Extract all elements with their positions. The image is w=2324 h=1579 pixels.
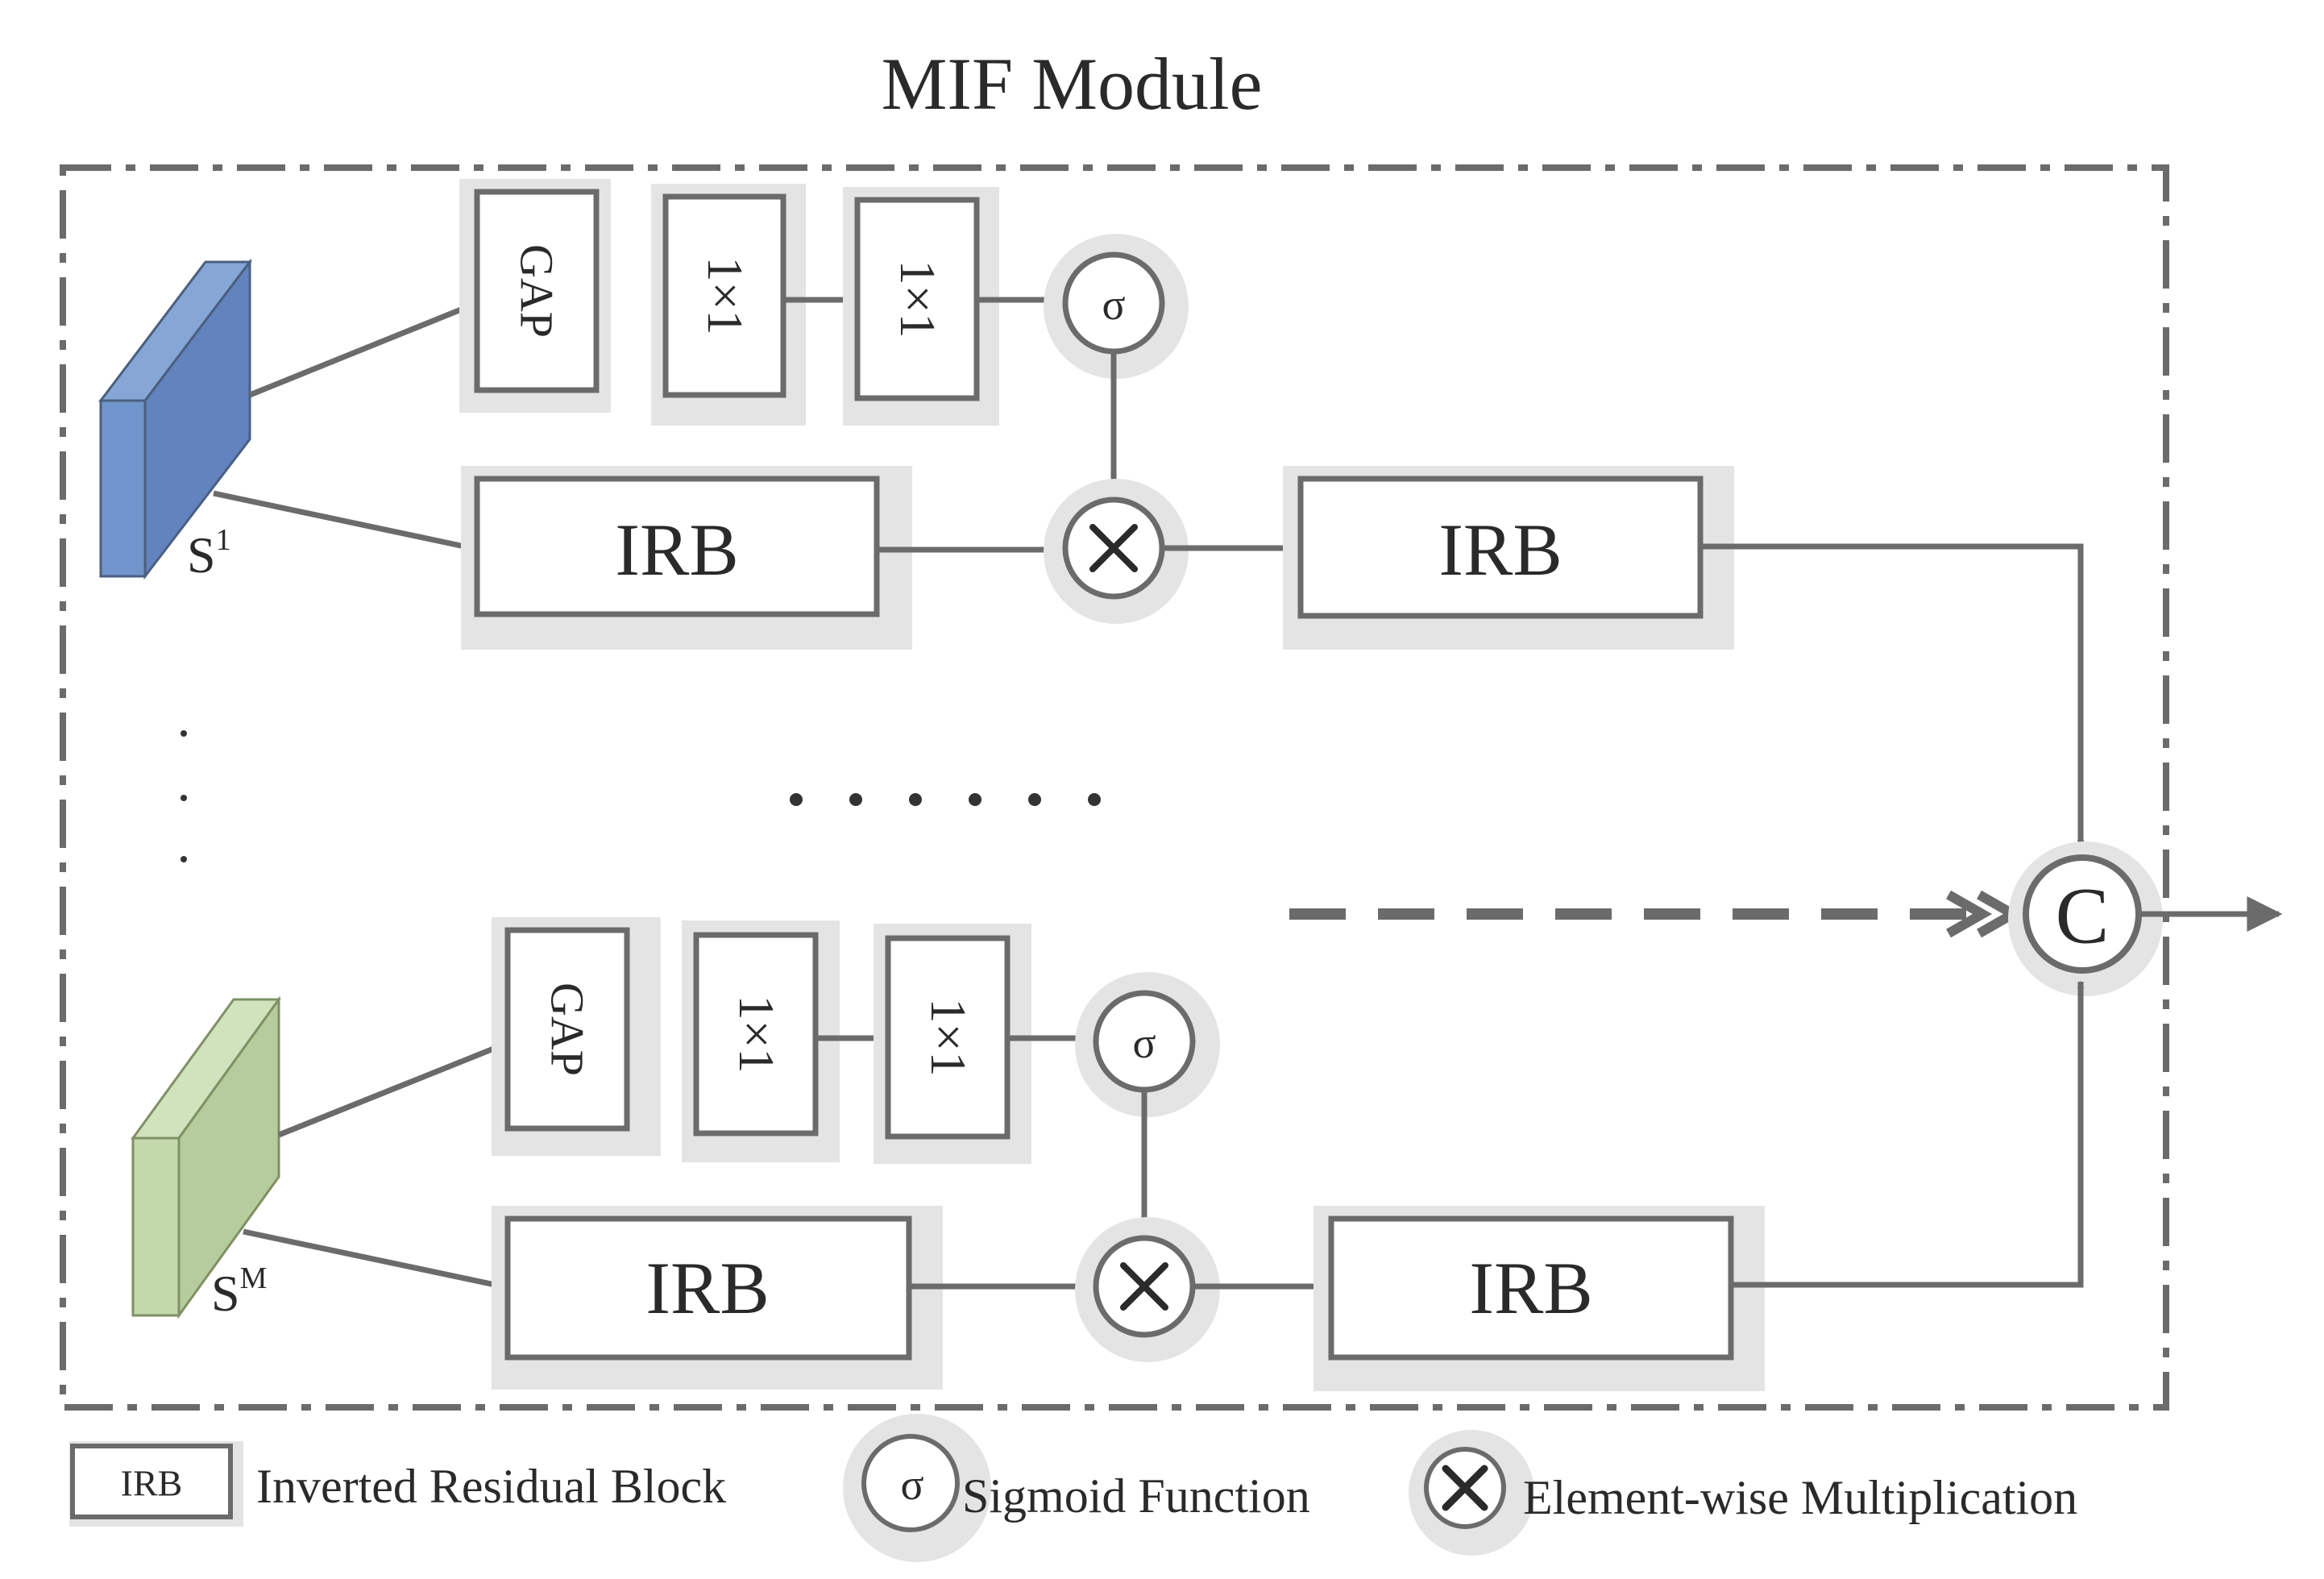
sigmoid-symbol: σ — [1132, 1019, 1156, 1067]
concat-symbol: C — [2056, 871, 2110, 961]
multiply-icon — [1089, 524, 1138, 572]
conv1-label: 1×1 — [728, 995, 783, 1074]
diagram-title: MIF Module — [882, 43, 1263, 125]
gap-label: GAP — [511, 244, 563, 338]
conv1-label: 1×1 — [697, 257, 752, 335]
irb-block-2[interactable] — [1328, 1215, 1734, 1361]
arrow-sm-to-irb — [243, 1228, 504, 1290]
tensor-side-face — [177, 995, 280, 1319]
conv2-block[interactable] — [854, 197, 980, 401]
arrow-s1-to-gap — [248, 303, 471, 398]
gap-block[interactable] — [504, 927, 630, 1132]
vertical-ellipsis — [181, 730, 187, 862]
tensor-front-face — [131, 1136, 181, 1317]
conv1-block[interactable] — [662, 193, 786, 398]
arrow-irb2-to-concat — [1700, 543, 2085, 847]
irb-label-1: IRB — [615, 509, 738, 591]
branch-bottom: SM GAP 1×1 1×1 σ IRB — [131, 917, 2085, 1391]
tensor-side-face — [143, 258, 251, 580]
legend-multiply-text: Element-wise Multiplication — [1523, 1471, 2077, 1524]
legend-sigmoid-text: Sigmoid Function — [962, 1469, 1310, 1523]
legend-irb-text: Inverted Residual Block — [256, 1460, 726, 1513]
legend-multiply-icon — [1442, 1465, 1488, 1511]
irb-block-1[interactable] — [474, 476, 880, 617]
conv2-block[interactable] — [885, 935, 1011, 1140]
conv2-label: 1×1 — [920, 999, 975, 1077]
input-tensor-s1 — [98, 258, 253, 580]
gap-label: GAP — [542, 983, 594, 1076]
input-label-s1: S1 — [187, 523, 231, 584]
gap-block[interactable] — [474, 189, 600, 393]
legend: IRB Inverted Residual Block σ Sigmoid Fu… — [69, 1414, 2077, 1562]
arrow-s1-to-irb — [213, 490, 473, 551]
irb-label-2: IRB — [1438, 509, 1562, 591]
tensor-front-face — [99, 399, 147, 578]
multiply-icon — [1120, 1262, 1168, 1311]
input-label-sm: SM — [211, 1261, 267, 1322]
module-border — [60, 164, 2169, 1411]
legend-irb-swatch — [70, 1444, 233, 1519]
input-tensor-sm — [131, 995, 281, 1319]
arrow-irb2-to-concat — [1731, 981, 2085, 1288]
irb-block-2[interactable] — [1297, 476, 1704, 619]
legend-irb-symbol: IRB — [121, 1463, 183, 1504]
irb-label-1: IRB — [645, 1247, 769, 1329]
branch-top: S1 GAP 1×1 1×1 σ IRB — [98, 179, 2085, 847]
irb-label-2: IRB — [1469, 1247, 1592, 1329]
sigmoid-symbol: σ — [1102, 280, 1125, 329]
horizontal-ellipsis — [790, 793, 1101, 806]
dashed-arrow-head-1 — [1946, 890, 1993, 938]
legend-sigmoid-node — [861, 1434, 960, 1532]
conv1-block[interactable] — [693, 932, 819, 1136]
legend-sigmoid-symbol: σ — [900, 1461, 923, 1509]
conv2-label: 1×1 — [890, 260, 944, 339]
arrow-sm-to-gap — [277, 1043, 501, 1138]
